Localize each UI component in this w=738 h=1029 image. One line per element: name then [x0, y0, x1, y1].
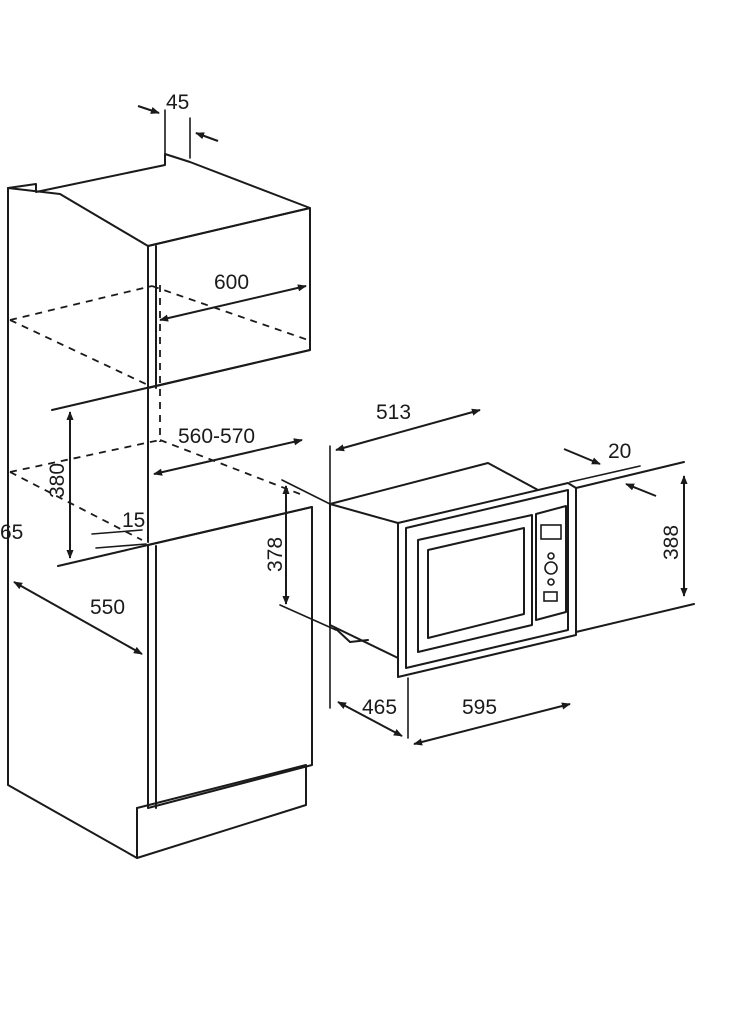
dim-label-465: 465: [362, 696, 397, 719]
microwave-frame: [397, 482, 577, 678]
dim-label-15: 15: [122, 509, 145, 532]
dim-label-595: 595: [462, 696, 497, 719]
dimension-graphics: [13, 105, 688, 746]
frame-bottom-right: [575, 603, 695, 633]
microwave-body-top: [329, 462, 539, 505]
microwave: [329, 461, 695, 678]
dim-label-388: 388: [660, 525, 683, 560]
cabinet-lower-door: [147, 506, 313, 809]
frame-top-right: [575, 461, 685, 489]
cabinet-plinth: [136, 764, 307, 859]
dim-label-65: 65: [0, 521, 23, 544]
control-knob-icon: [544, 561, 558, 575]
microwave-window-inner: [427, 527, 525, 639]
cabinet-left-side: [7, 187, 138, 859]
hidden-lines: [9, 285, 309, 541]
microwave-foot: [334, 627, 369, 643]
control-door-release: [543, 591, 558, 602]
dim-label-45: 45: [166, 91, 189, 114]
cabinet: [7, 153, 313, 859]
control-button-icon: [547, 552, 555, 560]
dimension-labels: 45 600 560-570 380 15 65 550 378 513 20 …: [0, 91, 683, 719]
cabinet-top: [7, 153, 311, 247]
microwave-window-outer: [417, 514, 533, 653]
dim-label-560-570: 560-570: [178, 425, 255, 448]
dim-label-380: 380: [46, 463, 69, 498]
control-button-icon: [547, 578, 555, 586]
control-panel: [535, 505, 567, 621]
dim-label-513: 513: [376, 401, 411, 424]
dim-label-20: 20: [608, 440, 631, 463]
microwave-body-edge: [329, 503, 399, 524]
shelf-line: [51, 349, 311, 411]
dim-label-550: 550: [90, 596, 125, 619]
microwave-front-panel: [405, 489, 569, 669]
microwave-body-side: [329, 503, 399, 659]
dim-label-378: 378: [264, 537, 287, 572]
control-display: [540, 524, 562, 540]
niche-floor-front: [57, 544, 149, 567]
dim-label-600: 600: [214, 271, 249, 294]
cabinet-upper-front: [147, 207, 311, 389]
